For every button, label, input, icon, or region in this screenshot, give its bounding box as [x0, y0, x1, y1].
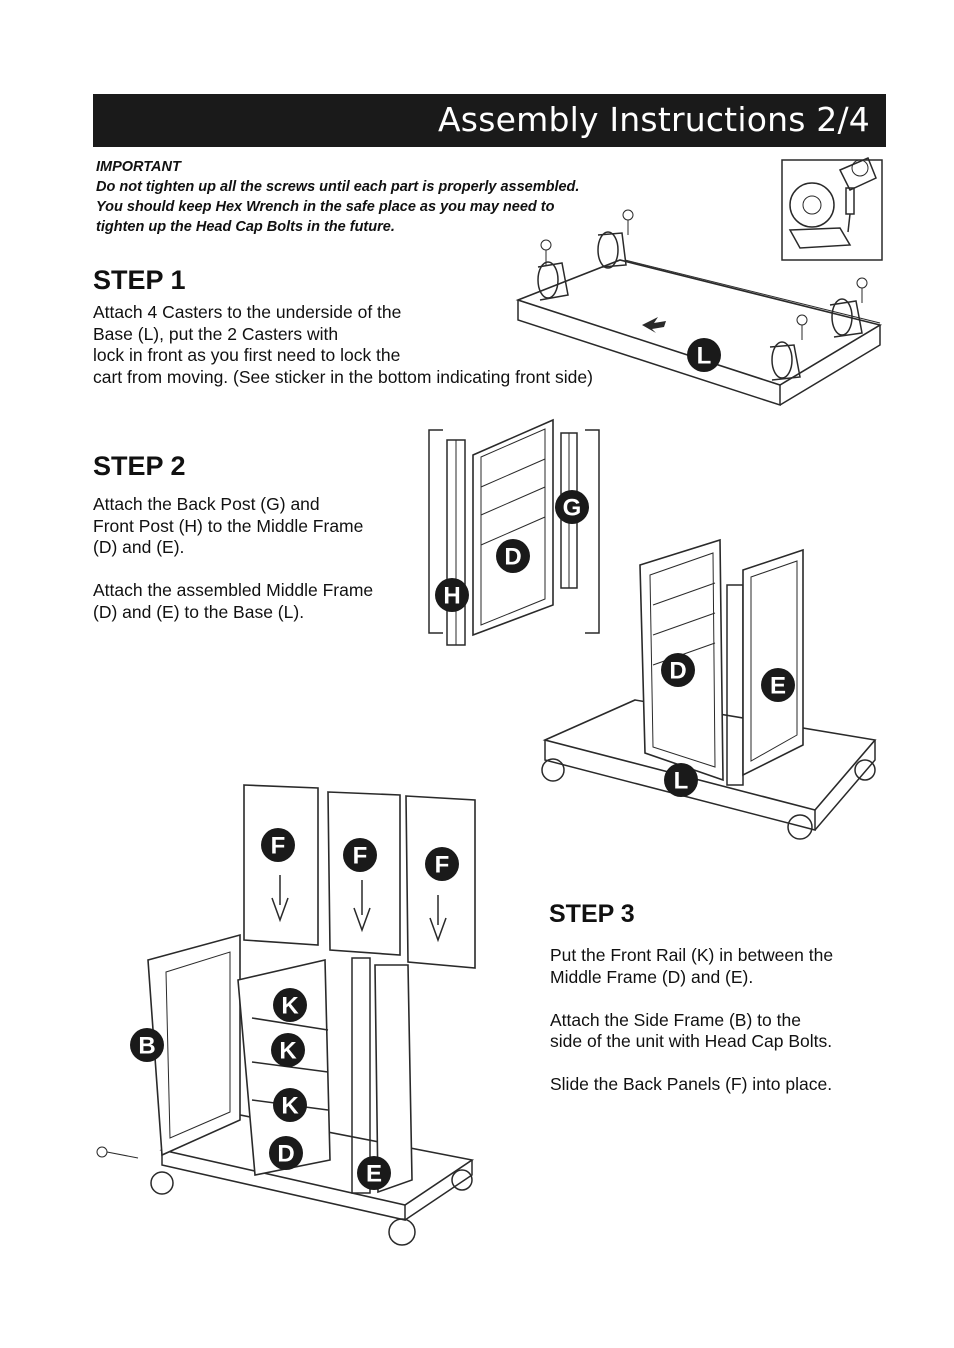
step3-line: Attach the Side Frame (B) to the: [550, 1009, 801, 1030]
part-label-H: H: [435, 578, 469, 612]
part-label-E: E: [357, 1156, 391, 1190]
step3-line: Put the Front Rail (K) in between the: [550, 945, 834, 965]
header-bar: Assembly Instructions 2/4: [93, 94, 886, 147]
part-label-K: K: [273, 988, 307, 1022]
important-note: IMPORTANT Do not tighten up all the scre…: [96, 157, 616, 237]
step3-line: Middle Frame (D) and (E).: [550, 966, 754, 987]
step1-line: Attach 4 Casters to the underside of the: [93, 302, 402, 322]
step1-base-illustration: L: [515, 209, 883, 407]
part-label-K: K: [271, 1033, 305, 1067]
part-label-L: L: [664, 763, 698, 797]
part-label-D: D: [661, 653, 695, 687]
step3-assembly-illustration: F F F K K K B D E: [96, 784, 476, 1246]
step3-line: side of the unit with Head Cap Bolts.: [550, 1031, 833, 1051]
svg-text:K: K: [281, 1093, 299, 1120]
important-line: tighten up the Head Cap Bolts in the fut…: [96, 219, 395, 235]
svg-text:F: F: [435, 852, 450, 879]
step3-heading: STEP 3: [549, 900, 635, 928]
step2-line: Front Post (H) to the Middle Frame: [93, 515, 364, 536]
important-line: Do not tighten up all the screws until e…: [96, 179, 580, 195]
svg-text:E: E: [770, 673, 786, 700]
step2-line: Attach the assembled Middle Frame: [93, 580, 374, 600]
part-label-F: F: [425, 847, 459, 881]
step2-line: (D) and (E).: [93, 537, 185, 557]
part-label-L: L: [687, 338, 721, 372]
svg-text:K: K: [281, 993, 299, 1020]
svg-text:B: B: [138, 1033, 155, 1060]
part-label-D: D: [269, 1136, 303, 1170]
svg-text:L: L: [697, 343, 712, 370]
step1-line: cart from moving. (See sticker in the bo…: [93, 366, 593, 387]
svg-text:F: F: [353, 843, 368, 870]
step3-text: Put the Front Rail (K) in between the Mi…: [550, 945, 833, 1096]
step2-heading: STEP 2: [93, 451, 186, 481]
important-heading: IMPORTANT: [96, 159, 181, 175]
part-label-D: D: [496, 539, 530, 573]
svg-text:K: K: [279, 1038, 297, 1065]
part-label-E: E: [761, 668, 795, 702]
svg-text:F: F: [271, 833, 286, 860]
svg-text:G: G: [563, 495, 582, 522]
step1-heading: STEP 1: [93, 265, 186, 295]
back-panels: [243, 784, 476, 969]
part-label-G: G: [555, 490, 589, 524]
page-title: Assembly Instructions 2/4: [438, 100, 870, 139]
step2-base-assembly-illustration: D E L: [541, 538, 877, 840]
important-line: You should keep Hex Wrench in the safe p…: [96, 199, 555, 215]
step1-line: Base (L), put the 2 Casters with: [93, 323, 339, 344]
step1-text: Attach 4 Casters to the underside of the…: [93, 302, 593, 388]
caster-closeup-illustration: [781, 157, 883, 261]
svg-text:D: D: [669, 658, 686, 685]
svg-text:D: D: [504, 544, 521, 571]
step2-line: (D) and (E) to the Base (L).: [93, 601, 305, 622]
step2-text: Attach the Back Post (G) and Front Post …: [93, 494, 373, 623]
part-label-F: F: [261, 828, 295, 862]
svg-text:L: L: [674, 768, 689, 795]
step2-frame-illustration: G D H: [428, 418, 600, 646]
svg-text:E: E: [366, 1161, 382, 1188]
part-label-F: F: [343, 838, 377, 872]
svg-text:H: H: [443, 583, 460, 610]
svg-text:D: D: [277, 1141, 294, 1168]
step2-line: Attach the Back Post (G) and: [93, 494, 320, 514]
part-label-B: B: [130, 1028, 164, 1062]
step3-line: Slide the Back Panels (F) into place.: [550, 1074, 833, 1094]
step1-line: lock in front as you first need to lock …: [93, 345, 401, 365]
part-label-K: K: [273, 1088, 307, 1122]
